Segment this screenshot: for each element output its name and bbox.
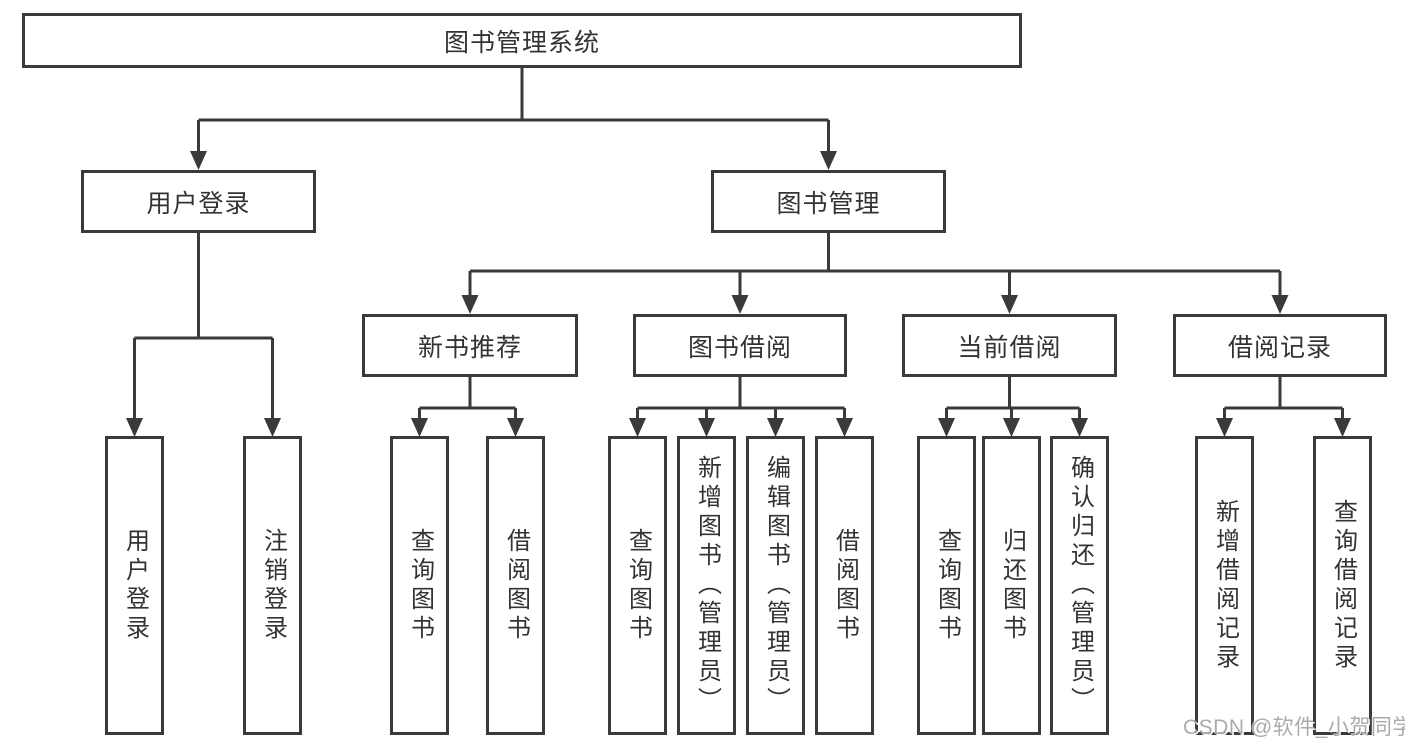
leaf-user-login: 用户登录 — [105, 436, 164, 735]
node-book-borrow: 图书借阅 — [633, 314, 847, 377]
leaf-records-add-record-label: 新增借阅记录 — [1211, 498, 1239, 673]
connector-book-mgmt-children — [461, 233, 1289, 314]
node-user-login: 用户登录 — [81, 170, 316, 233]
leaf-user-login-label: 用户登录 — [121, 527, 149, 644]
leaf-borrow-edit-books-admin-label: 编辑图书（管理员） — [762, 455, 790, 716]
connector-borrow-records-children — [1216, 377, 1351, 437]
leaf-borrow-borrow-books-label: 借阅图书 — [831, 527, 859, 644]
csdn-watermark: CSDN @软件_小贺同学 — [1183, 716, 1405, 739]
leaf-borrow-borrow-books: 借阅图书 — [815, 436, 874, 735]
connector-new-books-children — [411, 377, 524, 437]
leaf-logout-label: 注销登录 — [259, 527, 287, 644]
leaf-borrow-add-books-admin: 新增图书（管理员） — [677, 436, 736, 735]
leaf-current-confirm-return-admin: 确认归还（管理员） — [1050, 436, 1109, 735]
leaf-newbooks-borrow-books: 借阅图书 — [486, 436, 545, 735]
node-book-management: 图书管理 — [711, 170, 946, 233]
leaf-current-confirm-return-admin-label: 确认归还（管理员） — [1066, 455, 1094, 716]
connector-root-to-level2 — [190, 68, 837, 170]
leaf-records-query-record-label: 查询借阅记录 — [1329, 498, 1357, 673]
leaf-current-query-books: 查询图书 — [917, 436, 976, 735]
leaf-records-query-record: 查询借阅记录 — [1313, 436, 1372, 735]
node-new-book-recommend: 新书推荐 — [362, 314, 578, 377]
leaf-current-return-books: 归还图书 — [982, 436, 1041, 735]
leaf-borrow-query-books: 查询图书 — [608, 436, 667, 735]
leaf-borrow-query-books-label: 查询图书 — [624, 527, 652, 644]
leaf-records-add-record: 新增借阅记录 — [1195, 436, 1254, 735]
leaf-newbooks-query-books-label: 查询图书 — [406, 527, 434, 644]
connector-user-login-children — [126, 233, 281, 437]
leaf-borrow-edit-books-admin: 编辑图书（管理员） — [746, 436, 805, 735]
node-current-borrow: 当前借阅 — [902, 314, 1117, 377]
leaf-current-return-books-label: 归还图书 — [998, 527, 1026, 644]
leaf-newbooks-borrow-books-label: 借阅图书 — [502, 527, 530, 644]
node-library-management-system: 图书管理系统 — [22, 13, 1022, 68]
leaf-borrow-add-books-admin-label: 新增图书（管理员） — [693, 455, 721, 716]
leaf-newbooks-query-books: 查询图书 — [390, 436, 449, 735]
connector-book-borrow-children — [629, 377, 853, 437]
connector-current-borrow-children — [938, 377, 1088, 437]
leaf-logout: 注销登录 — [243, 436, 302, 735]
leaf-current-query-books-label: 查询图书 — [933, 527, 961, 644]
node-borrow-records: 借阅记录 — [1173, 314, 1387, 377]
